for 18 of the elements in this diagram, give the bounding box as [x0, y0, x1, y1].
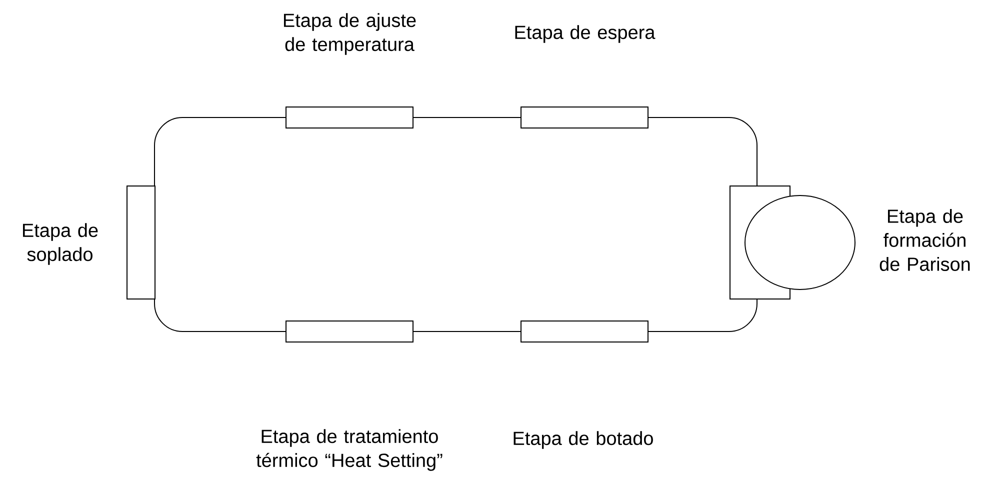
connector-line	[648, 117, 758, 186]
connector-line	[413, 117, 521, 118]
process-box	[286, 320, 414, 342]
station-label: Etapa de tratamiento térmico “Heat Setting”	[256, 429, 442, 471]
process-box	[520, 106, 648, 128]
connector-line	[154, 299, 286, 332]
process-box	[520, 320, 648, 342]
station-label: Etapa de ajuste de temperatura	[284, 13, 416, 55]
process-box	[126, 186, 156, 300]
process-box	[286, 106, 414, 128]
process-box	[730, 186, 856, 300]
station-label: Etapa de formación de Parison	[880, 209, 970, 271]
station-label: Etapa de espera	[515, 25, 656, 43]
station-label: Etapa de botado	[514, 431, 653, 449]
connector-line	[648, 299, 758, 332]
station-label: Etapa de soplado	[23, 223, 98, 265]
connector-line	[413, 331, 521, 332]
connector-line	[154, 117, 286, 186]
